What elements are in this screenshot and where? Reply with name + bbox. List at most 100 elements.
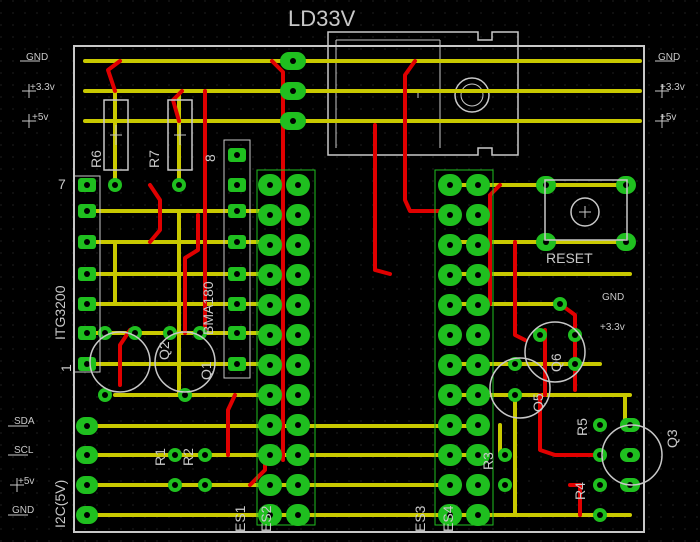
pin-8-label: 8 <box>202 154 218 162</box>
rail-gnd-right: GND <box>658 52 681 63</box>
pad-hole <box>572 332 578 338</box>
pad-hole <box>475 212 481 218</box>
rail-33v-left: +3.3v <box>30 82 55 93</box>
pad-hole <box>112 182 118 188</box>
itg3200-outline <box>73 175 101 373</box>
pad-hole <box>447 332 453 338</box>
pad-hole <box>267 182 273 188</box>
pad-hole <box>447 362 453 368</box>
label-5v: +5v <box>18 476 35 487</box>
pin-1-label: 1 <box>58 364 74 372</box>
pad-hole <box>234 152 240 158</box>
q6-label: Q6 <box>548 353 564 372</box>
pad-hole <box>447 212 453 218</box>
es4-label: ES4 <box>440 505 456 532</box>
rail-5v-left: +5v <box>32 112 49 123</box>
q5-label: Q5 <box>530 393 546 412</box>
pads <box>76 52 640 526</box>
transistor-q5 <box>489 357 551 419</box>
pad-hole <box>447 452 453 458</box>
resistor-r7 <box>167 99 193 171</box>
pad-hole <box>295 302 301 308</box>
pad-hole <box>267 512 273 518</box>
pad-hole <box>267 452 273 458</box>
rail-gnd-left: GND <box>26 52 49 63</box>
r5-label: R5 <box>574 418 590 436</box>
pad-hole <box>84 423 90 429</box>
bma180-label: BMA180 <box>200 281 216 335</box>
q3-label: Q3 <box>664 429 680 448</box>
pad-hole <box>84 361 90 367</box>
transistor-q2 <box>154 331 216 393</box>
pad-hole <box>234 330 240 336</box>
pad-hole <box>512 361 518 367</box>
pad-hole <box>267 392 273 398</box>
pad-hole <box>84 239 90 245</box>
i2c-label: I2C(5V) <box>52 479 68 528</box>
pad-hole <box>234 301 240 307</box>
r3-label: R3 <box>480 452 496 470</box>
pad-hole <box>502 452 508 458</box>
pad-hole <box>475 512 481 518</box>
header-es1-es2 <box>256 169 316 526</box>
pad-hole <box>475 362 481 368</box>
pad-hole <box>447 182 453 188</box>
pad-hole <box>475 302 481 308</box>
transistor-q3 <box>601 424 663 486</box>
pad-hole <box>475 422 481 428</box>
resistor-r6 <box>103 99 129 171</box>
pad-hole <box>295 242 301 248</box>
pad-hole <box>234 208 240 214</box>
pad-hole <box>295 272 301 278</box>
pad-hole <box>267 482 273 488</box>
pad-hole <box>172 482 178 488</box>
pad-hole <box>502 482 508 488</box>
r2-label: R2 <box>180 448 196 466</box>
pad-hole <box>202 482 208 488</box>
pad-hole <box>475 182 481 188</box>
pad-hole <box>475 392 481 398</box>
label-gnd: GND <box>12 505 35 516</box>
pad-hole <box>290 118 296 124</box>
pad-hole <box>84 482 90 488</box>
pad-hole <box>623 182 629 188</box>
pad-hole <box>447 422 453 428</box>
reset-label: RESET <box>546 250 593 266</box>
pad-hole <box>447 392 453 398</box>
r4-label: R4 <box>572 482 588 500</box>
pad-hole <box>84 452 90 458</box>
itg3200-label: ITG3200 <box>52 285 68 340</box>
transistor-q1 <box>89 331 151 393</box>
pad-hole <box>290 58 296 64</box>
label-scl: SCL <box>14 445 34 456</box>
pad-hole <box>102 392 108 398</box>
pad-hole <box>290 88 296 94</box>
pad-hole <box>176 182 182 188</box>
pad-hole <box>537 332 543 338</box>
pad-hole <box>447 272 453 278</box>
pad-hole <box>267 362 273 368</box>
pad-hole <box>597 422 603 428</box>
pad-hole <box>234 271 240 277</box>
pad-hole <box>512 392 518 398</box>
regulator-ld33v <box>327 31 519 156</box>
pad-hole <box>597 512 603 518</box>
pad-hole <box>84 182 90 188</box>
pad-hole <box>475 482 481 488</box>
pad-hole <box>267 332 273 338</box>
pad-hole <box>267 422 273 428</box>
pad-hole <box>267 212 273 218</box>
es1-label: ES1 <box>232 505 248 532</box>
pad-hole <box>295 182 301 188</box>
pad-hole <box>295 212 301 218</box>
pad-hole <box>627 452 633 458</box>
pad-hole <box>475 332 481 338</box>
pad-hole <box>84 271 90 277</box>
pad-hole <box>557 301 563 307</box>
label-sda: SDA <box>14 416 35 427</box>
r7-label: R7 <box>146 150 162 168</box>
q1-label: Q1 <box>198 361 214 380</box>
pad-hole <box>295 512 301 518</box>
pad-hole <box>84 208 90 214</box>
